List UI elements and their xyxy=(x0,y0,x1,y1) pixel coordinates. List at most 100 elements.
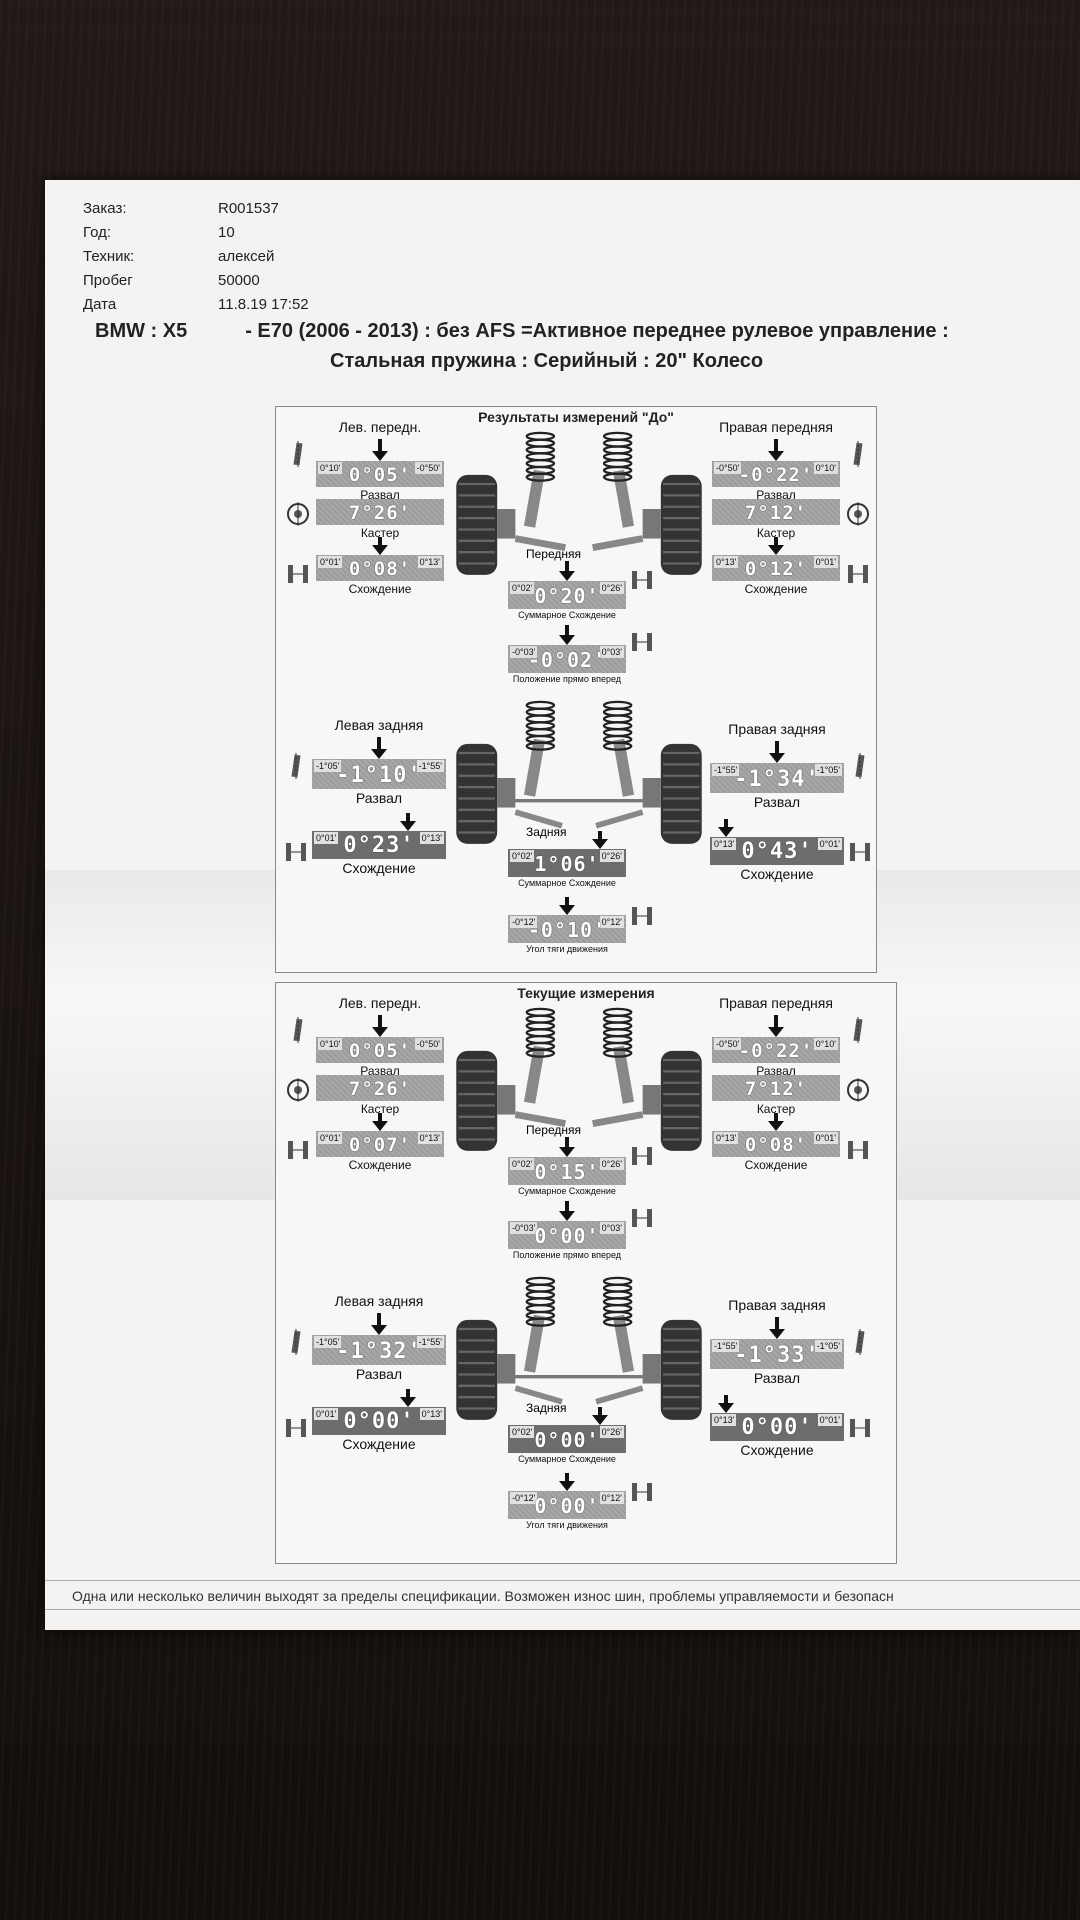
limit-min: 0°01' xyxy=(314,832,339,844)
limit-max: -1°55' xyxy=(416,760,444,772)
right-wheel xyxy=(660,474,702,575)
limit-max: 0°26' xyxy=(599,850,624,862)
arrow-head xyxy=(768,545,784,555)
gauge-bar: -0°12'0°12'-0°10' xyxy=(508,915,626,943)
toe-icon xyxy=(850,1419,870,1437)
limit-max: 0°10' xyxy=(813,1038,838,1050)
gauge-caption: Развал xyxy=(753,1370,801,1386)
arrow-head xyxy=(769,1329,785,1339)
left-spring-coil xyxy=(525,741,556,751)
right-spring-coil xyxy=(602,1048,633,1058)
measured-value: 7°12' xyxy=(744,1078,808,1100)
camber-icon xyxy=(293,441,303,467)
measured-value: -0°02' xyxy=(527,648,607,672)
left-spring-coil xyxy=(525,1317,556,1327)
limit-max: -1°05' xyxy=(814,1340,842,1352)
limit-max: 0°13' xyxy=(417,1132,442,1144)
toe-icon xyxy=(286,843,306,861)
gauge-bar: 7°26' xyxy=(316,499,444,525)
limit-max: 0°10' xyxy=(813,462,838,474)
limit-min: 0°10' xyxy=(318,462,343,474)
camber-icon xyxy=(855,1329,865,1355)
left-strut xyxy=(523,469,546,528)
wheel-label: Левая задняя xyxy=(334,1293,424,1309)
measured-value: 0°43' xyxy=(741,839,813,864)
left-wheel xyxy=(456,474,498,575)
gauge-bar: 0°02'0°26'0°00' xyxy=(508,1425,626,1453)
measured-value: 7°12' xyxy=(744,502,808,524)
measured-value: 0°20' xyxy=(534,584,600,608)
axle-label: Задняя xyxy=(526,825,567,839)
measured-value: -1°34' xyxy=(734,767,820,792)
order-value: R001537 xyxy=(218,200,279,217)
arrow-head xyxy=(718,1403,734,1413)
wheel-label: Правая передняя xyxy=(719,419,833,435)
toe-icon xyxy=(288,1141,308,1159)
camber-icon xyxy=(291,1329,301,1355)
gauge-bar: 0°13'0°01'0°00' xyxy=(710,1413,844,1441)
car-rear-icon xyxy=(632,1483,652,1501)
left-spring-coil xyxy=(525,472,556,482)
left-strut xyxy=(523,1314,546,1373)
left-lower-arm xyxy=(514,1385,563,1405)
measured-value: -0°10' xyxy=(527,918,607,942)
gauge-bar: 0°02'0°26'1°06' xyxy=(508,849,626,877)
limit-max: 0°26' xyxy=(599,1158,624,1170)
car-rear-icon xyxy=(632,907,652,925)
limit-max: 0°13' xyxy=(419,832,444,844)
wheel-label: Правая задняя xyxy=(728,721,826,737)
right-spring-coil xyxy=(602,472,633,482)
gauge-caption: Схождение xyxy=(348,1158,412,1172)
right-hub xyxy=(642,778,661,808)
gauge-caption: Суммарное Схождение xyxy=(518,610,616,620)
gauge-bar: 0°02'0°26'0°20' xyxy=(508,581,626,609)
left-hub xyxy=(497,778,516,808)
arrow-head xyxy=(768,451,784,461)
gauge-caption: Схождение xyxy=(342,1436,416,1452)
arrow-head xyxy=(559,635,575,645)
measured-value: -0°22' xyxy=(738,1040,814,1062)
arrow-shaft xyxy=(378,1015,382,1027)
front-suspension-drawing xyxy=(456,1007,702,1151)
arrow-head xyxy=(559,1211,575,1221)
gauge-caption: Развал xyxy=(360,488,400,502)
limit-min: -0°03' xyxy=(510,1222,538,1234)
gauge-caption: Схождение xyxy=(744,582,808,596)
limit-min: -1°05' xyxy=(314,760,342,772)
right-control-arm xyxy=(592,535,644,551)
limit-min: -0°03' xyxy=(510,646,538,658)
arrow-head xyxy=(400,821,416,831)
limit-max: 0°01' xyxy=(813,556,838,568)
gauge-caption: Кастер xyxy=(756,1102,796,1116)
camber-icon xyxy=(291,753,301,779)
limit-min: 0°13' xyxy=(712,838,737,850)
limit-max: 0°12' xyxy=(599,1492,624,1504)
axle-label: Передняя xyxy=(526,1123,582,1137)
gauge-bar: -0°03'0°03'0°00' xyxy=(508,1221,626,1249)
arrow-shaft xyxy=(406,1389,410,1397)
right-strut xyxy=(612,469,635,528)
arrow-head xyxy=(559,905,575,915)
gauge-caption: Угол тяги движения xyxy=(526,1520,608,1530)
arrow-shaft xyxy=(775,1317,779,1329)
limit-min: -0°12' xyxy=(510,916,538,928)
toe-icon xyxy=(848,1141,868,1159)
arrow-head xyxy=(718,827,734,837)
arrow-shaft xyxy=(774,439,778,451)
limit-max: 0°26' xyxy=(599,1426,624,1438)
arrow-shaft xyxy=(378,537,382,545)
left-wheel xyxy=(456,1319,498,1420)
measured-value: 0°00' xyxy=(534,1224,600,1248)
arrow-head xyxy=(769,753,785,763)
right-hub xyxy=(642,1085,661,1115)
gauge-caption: Развал xyxy=(756,1064,796,1078)
measured-value: 0°05' xyxy=(348,464,412,486)
gauge-bar: 0°01'0°13'0°23' xyxy=(312,831,446,859)
camber-icon xyxy=(855,753,865,779)
arrow-shaft xyxy=(406,813,410,821)
gauge-bar: -1°05'-1°55'-1°32' xyxy=(312,1335,446,1365)
printout-sheet: Заказ:R001537 Год:10 Техник:алексей Проб… xyxy=(45,180,1080,1630)
gauge-caption: Развал xyxy=(360,1064,400,1078)
arrow-head xyxy=(592,839,608,849)
